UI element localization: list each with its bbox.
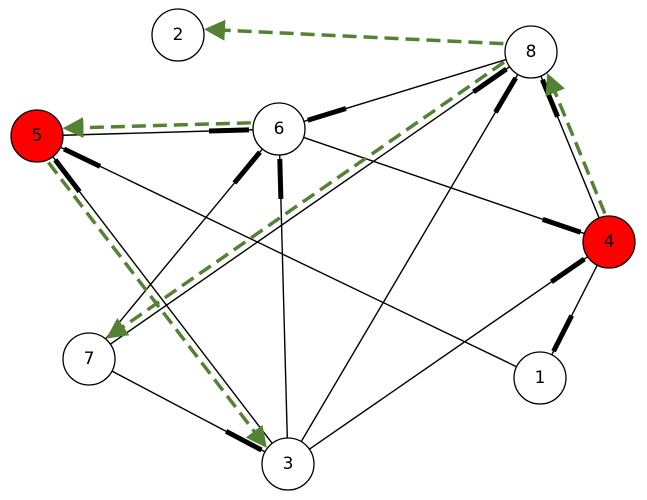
edge-bold-end xyxy=(232,150,262,185)
edge-6-8 xyxy=(303,58,507,123)
node-6: 6 xyxy=(252,102,306,156)
node-label: 6 xyxy=(274,119,285,139)
arrow-8-to-2 xyxy=(204,19,504,46)
edge-bold-end xyxy=(53,158,82,194)
nodes-layer: 1 2 3 4 5 6 7 8 xyxy=(10,8,636,491)
node-label: 7 xyxy=(84,349,95,369)
node-label: 2 xyxy=(173,25,184,45)
node-circle xyxy=(582,215,636,269)
node-circle xyxy=(504,25,558,79)
node-circle xyxy=(513,351,567,405)
edge-7-8 xyxy=(109,66,511,345)
node-circle xyxy=(252,102,306,156)
edge-8-4 xyxy=(540,75,600,219)
node-circle xyxy=(261,437,315,491)
node-label: 3 xyxy=(283,454,294,474)
edge-4-3 xyxy=(308,256,589,450)
node-4: 4 xyxy=(582,215,636,269)
edge-6-4 xyxy=(303,136,585,235)
edge-bold-end xyxy=(62,146,102,169)
node-circle xyxy=(151,8,205,62)
edge-bold-end xyxy=(541,216,582,235)
edge-bold-end xyxy=(208,127,250,134)
node-7: 7 xyxy=(62,332,116,386)
node-label: 4 xyxy=(604,232,615,252)
node-3: 3 xyxy=(261,437,315,491)
edge-7-3 xyxy=(111,370,266,453)
arrows-layer xyxy=(47,19,607,448)
edge-bold-end xyxy=(493,76,518,114)
edge-8-3 xyxy=(300,74,519,442)
node-5: 5 xyxy=(10,109,64,163)
node-1: 1 xyxy=(513,351,567,405)
edge-bold-end xyxy=(277,158,284,200)
edge-bold-end xyxy=(540,78,560,118)
node-label: 5 xyxy=(32,126,43,146)
edge-5-1 xyxy=(60,146,517,368)
node-circle xyxy=(62,332,116,386)
edge-5-6 xyxy=(62,127,254,136)
edge-6-3 xyxy=(277,154,289,439)
edge-bold-end xyxy=(306,106,347,123)
edges-layer xyxy=(52,58,600,453)
node-label: 8 xyxy=(526,42,537,62)
node-2: 2 xyxy=(151,8,205,62)
edge-bold-end xyxy=(551,314,574,353)
node-circle xyxy=(10,109,64,163)
node-label: 1 xyxy=(535,368,546,388)
edge-bold-end xyxy=(472,67,508,94)
edge-5-3 xyxy=(52,156,273,444)
node-8: 8 xyxy=(504,25,558,79)
edge-bold-end xyxy=(550,257,586,284)
edge-6-7 xyxy=(105,148,263,340)
arrow-8-to-7 xyxy=(106,60,506,339)
edge-4-1 xyxy=(551,264,598,356)
arrow-6-to-5 xyxy=(62,117,251,139)
arrow-4-to-8 xyxy=(545,73,607,215)
